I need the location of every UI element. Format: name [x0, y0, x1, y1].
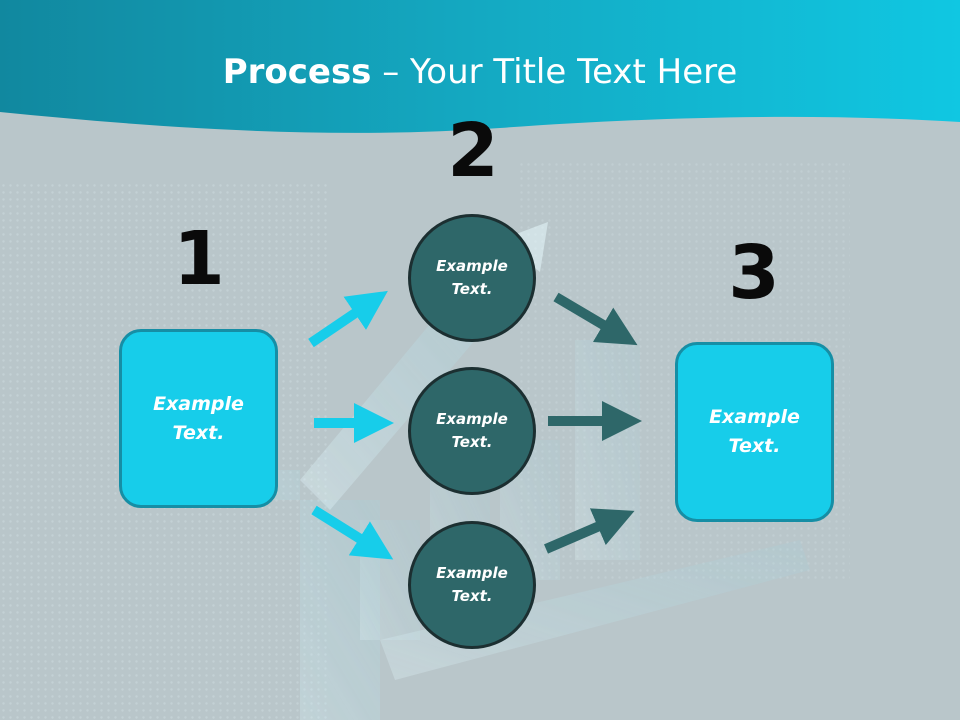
step-number-2: 2: [447, 108, 499, 194]
step-2-circle-middle: Example Text.: [408, 367, 536, 495]
title-rest: – Your Title Text Here: [371, 52, 738, 92]
step-2-text-bottom: Example Text.: [436, 564, 508, 605]
arrow-to-bottom: [311, 505, 394, 560]
step-1-text: Example Text.: [153, 392, 244, 444]
step-1-box: Example Text.: [119, 329, 278, 508]
step-2-circle-top: Example Text.: [408, 214, 536, 342]
step-number-3: 3: [728, 230, 780, 316]
title-bold: Process: [222, 52, 372, 92]
arrow-from-top: [553, 292, 638, 346]
slide-title: Process – Your Title Text Here: [0, 52, 960, 92]
step-number-1: 1: [173, 216, 225, 302]
step-2-text-top: Example Text.: [436, 257, 508, 298]
step-2-circle-bottom: Example Text.: [408, 521, 536, 649]
step-3-box: Example Text.: [675, 342, 834, 522]
arrow-from-bottom: [544, 508, 635, 554]
arrow-to-top: [308, 290, 388, 348]
step-2-text-middle: Example Text.: [436, 410, 508, 451]
step-3-text: Example Text.: [709, 406, 800, 457]
